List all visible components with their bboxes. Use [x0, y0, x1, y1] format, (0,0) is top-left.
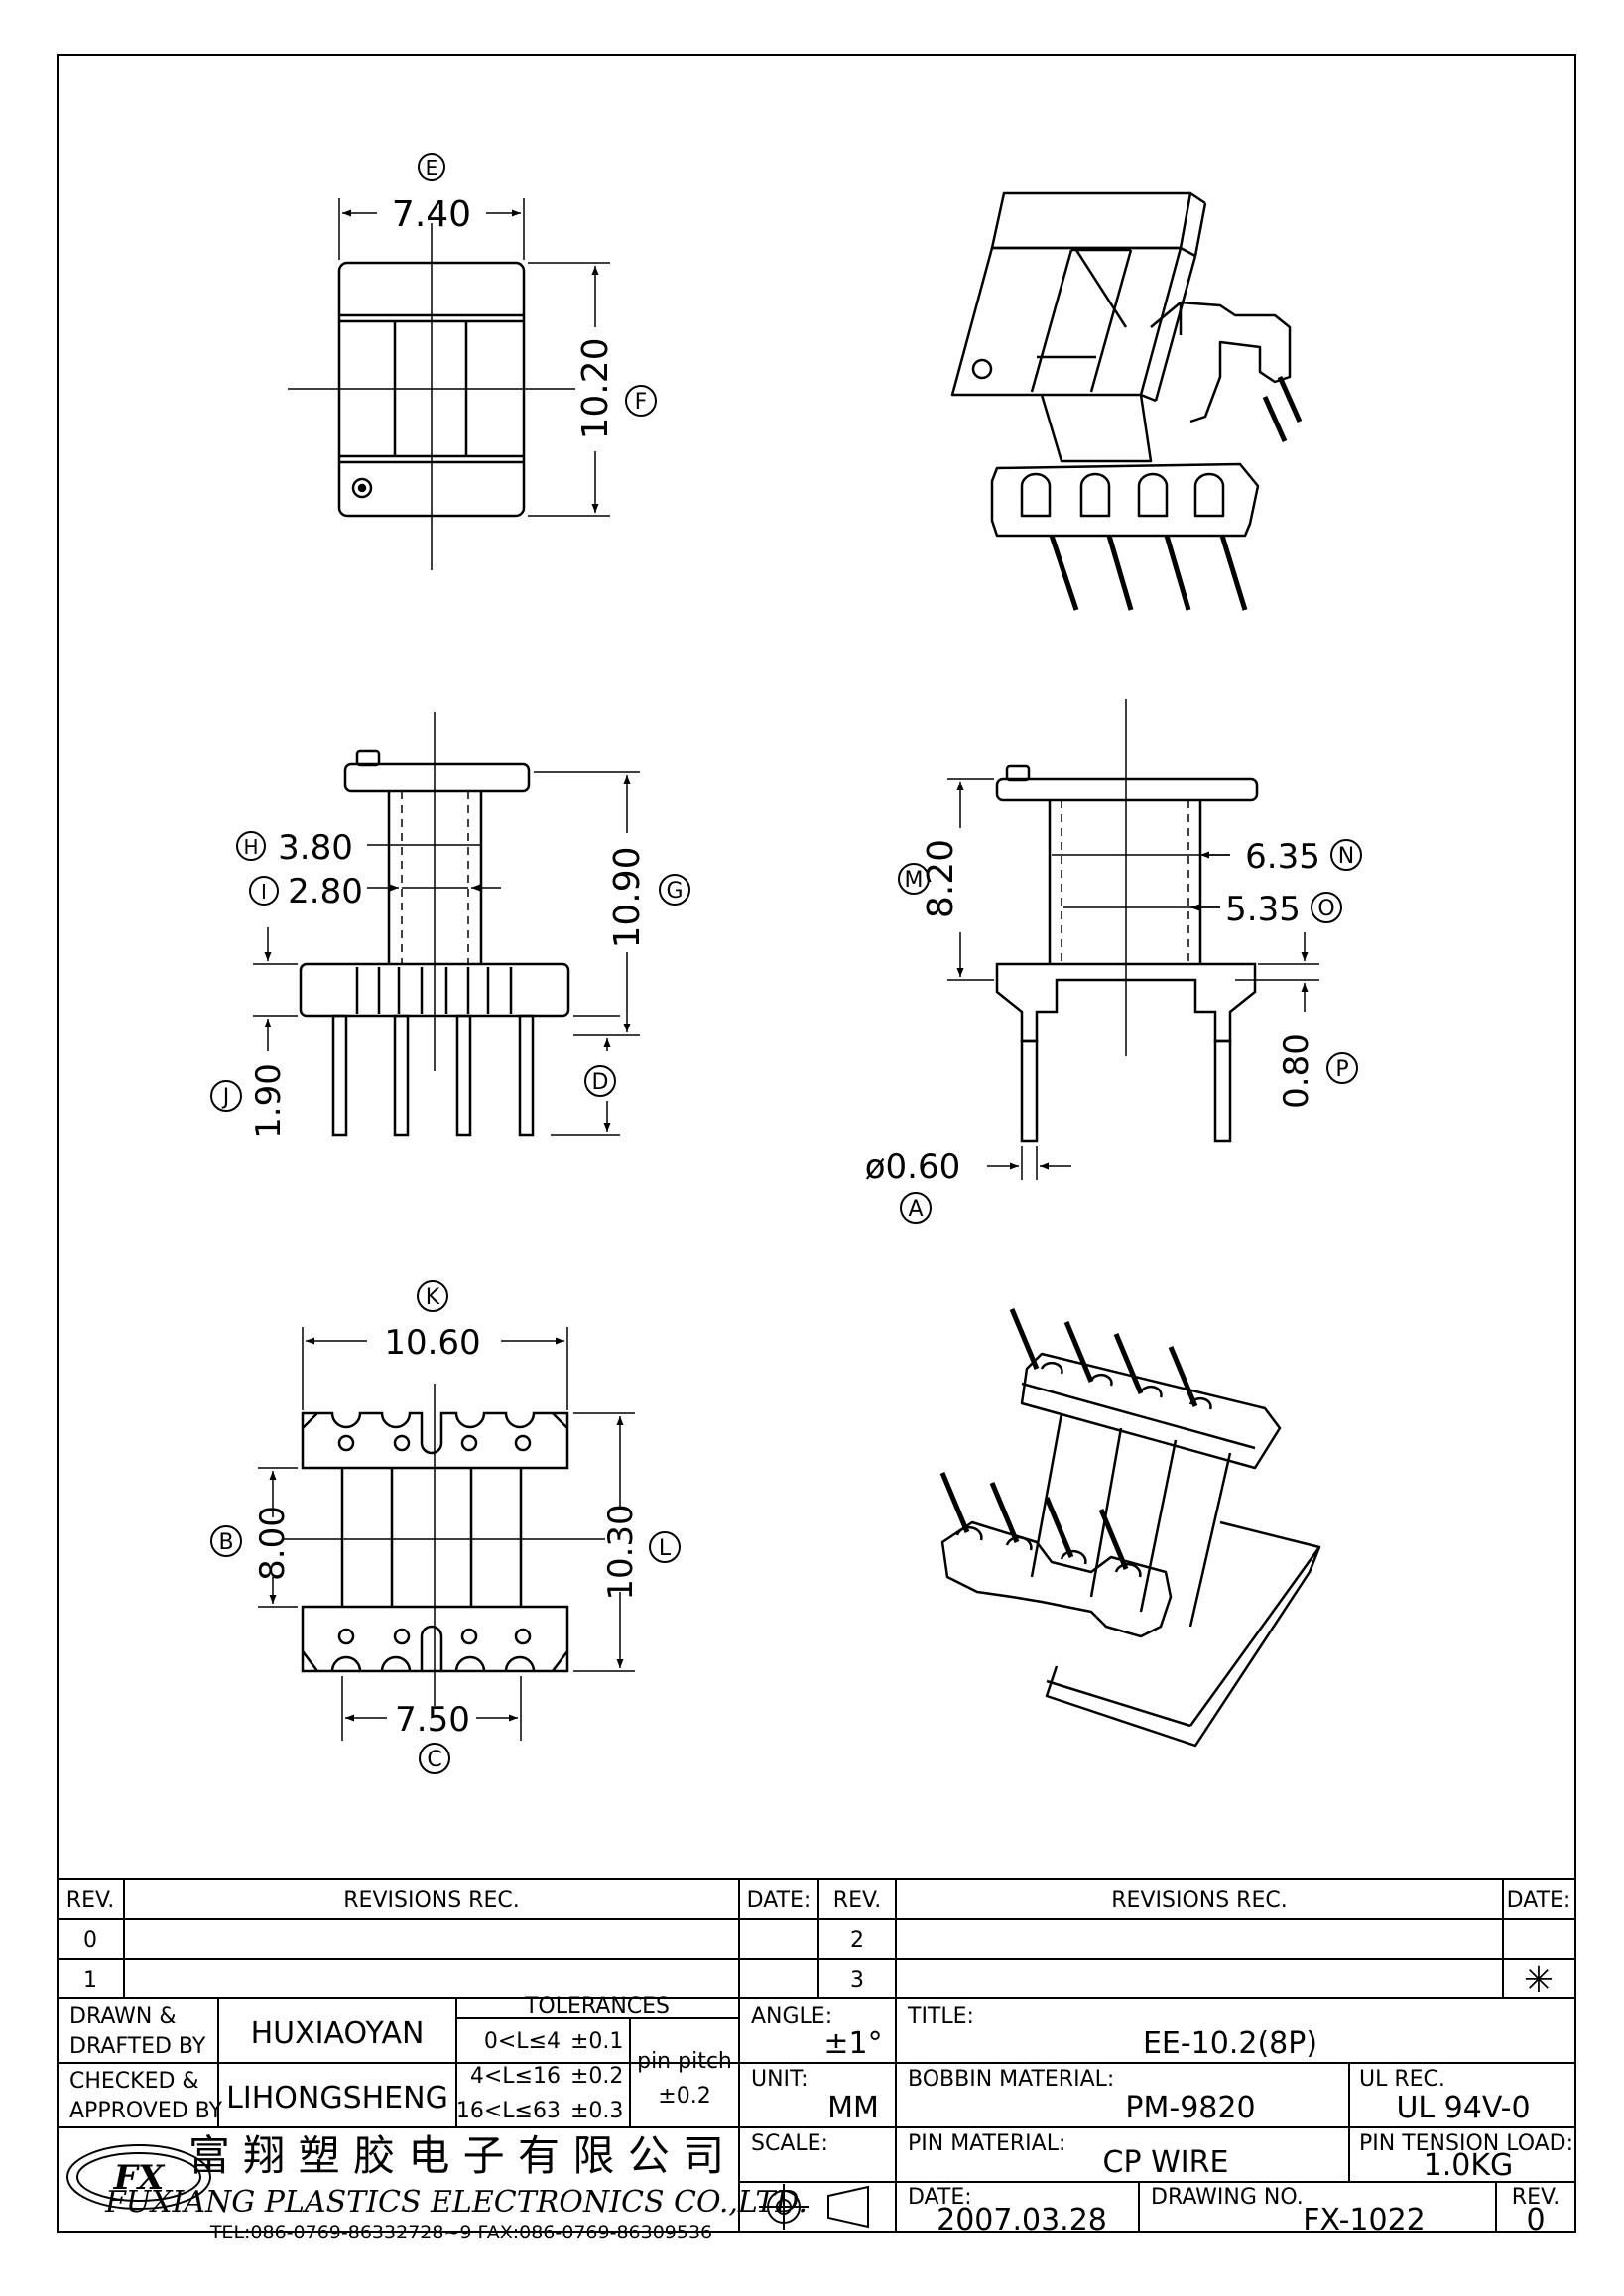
unit-label: UNIT:	[751, 2067, 808, 2092]
pin-tension-value: 1.0KG	[1424, 2148, 1514, 2183]
dim-letter-f: F	[635, 390, 648, 415]
tol-value-3: ±0.3	[570, 2099, 623, 2123]
tol-range-2: 4<L≤16	[470, 2064, 561, 2089]
tol-range-1: 0<L≤4	[484, 2029, 561, 2054]
checked-label-1: CHECKED &	[69, 2069, 199, 2094]
dim-value-e: 7.40	[392, 194, 471, 235]
company-name-en: FUXIANG PLASTICS ELECTRONICS CO.,LTD.	[104, 2185, 808, 2220]
dim-value-j: 1.90	[249, 1063, 289, 1139]
company-name-cn: 富 翔 塑 胶 电 子 有 限 公 司	[188, 2131, 724, 2180]
tol-range-3: 16<L≤63	[456, 2099, 561, 2123]
scale-label: SCALE:	[751, 2131, 828, 2156]
dim-letter-a: A	[908, 1197, 923, 1222]
drawn-by: HUXIAOYAN	[251, 2016, 425, 2051]
dim-value-k: 10.60	[384, 1323, 480, 1363]
tol-value-1: ±0.1	[570, 2029, 623, 2054]
view-side	[947, 699, 1319, 1180]
rev-row-0: 0	[83, 1928, 97, 1953]
rev-value: 0	[1526, 2203, 1545, 2237]
title-label: TITLE:	[907, 2004, 974, 2029]
dim-value-f: 10.20	[575, 337, 616, 439]
title-value: EE-10.2(8P)	[1143, 2026, 1317, 2061]
view-bottom	[258, 1327, 635, 1741]
date-value: 2007.03.28	[937, 2203, 1107, 2237]
view-top	[288, 198, 610, 570]
dim-value-c: 7.50	[395, 1700, 470, 1740]
tolerances-title: TOLERANCES	[524, 1994, 670, 2019]
angle-value: ±1°	[823, 2026, 882, 2061]
pin-tension-label: PIN TENSION LOAD:	[1359, 2131, 1573, 2156]
sheet-border	[57, 54, 1576, 2233]
header-date-right: DATE:	[1507, 1888, 1571, 1913]
drawing-no-label: DRAWING NO.	[1151, 2185, 1304, 2210]
dim-letter-h: H	[243, 835, 258, 859]
dim-letter-j: J	[221, 1085, 230, 1110]
unit-value: MM	[827, 2091, 879, 2125]
drawn-label-1: DRAWN &	[69, 2004, 177, 2029]
header-rev-right: REV.	[833, 1888, 881, 1913]
ul-rec-label: UL REC.	[1359, 2067, 1445, 2092]
header-date-left: DATE:	[747, 1888, 812, 1913]
pin-pitch-value: ±0.2	[658, 2084, 710, 2109]
dim-letter-c: C	[427, 1748, 441, 1772]
drawing-no-value: FX-1022	[1303, 2203, 1426, 2237]
date-label: DATE:	[908, 2185, 972, 2210]
pin-material-label: PIN MATERIAL:	[908, 2131, 1065, 2156]
projection-symbol-icon	[759, 2184, 869, 2230]
rev-label: REV.	[1512, 2185, 1560, 2210]
checked-by: LIHONGSHENG	[226, 2081, 448, 2115]
rev-row-2: 2	[850, 1928, 864, 1953]
header-rev-left: REV.	[66, 1888, 114, 1913]
dim-value-i: 2.80	[288, 872, 363, 911]
dim-letter-m: M	[905, 868, 924, 893]
revision-mark-icon: ✳	[1524, 1960, 1554, 2000]
company-logo	[66, 2144, 211, 2210]
view-isometric-top	[950, 191, 1303, 611]
dim-value-o: 5.35	[1225, 890, 1301, 929]
header-revisions-left: REVISIONS REC.	[343, 1888, 519, 1913]
tol-value-2: ±0.2	[570, 2064, 623, 2089]
checked-label-2: APPROVED BY	[69, 2099, 223, 2123]
header-revisions-right: REVISIONS REC.	[1111, 1888, 1287, 1913]
dim-value-l: 10.30	[601, 1504, 641, 1600]
dim-value-g: 10.90	[607, 846, 648, 948]
title-block	[58, 1878, 1575, 2232]
dim-value-m: 8.20	[921, 839, 961, 918]
angle-label: ANGLE:	[751, 2004, 832, 2029]
dim-letter-o: O	[1317, 897, 1334, 921]
dim-letter-k: K	[426, 1285, 440, 1310]
dim-value-n: 6.35	[1245, 837, 1320, 877]
rev-row-1: 1	[83, 1968, 97, 1993]
drawn-label-2: DRAFTED BY	[69, 2034, 206, 2059]
company-contact: TEL:086-0769-86332728~9 FAX:086-0769-863…	[209, 2222, 712, 2243]
pin-pitch-label: pin pitch	[637, 2049, 732, 2074]
dim-value-h: 3.80	[278, 828, 353, 868]
dim-letter-g: G	[666, 879, 683, 904]
pin-material-value: CP WIRE	[1103, 2145, 1229, 2180]
dim-letter-n: N	[1338, 844, 1354, 869]
dim-letter-i: I	[261, 880, 267, 904]
dim-letter-l: L	[659, 1536, 672, 1561]
dim-letter-e: E	[426, 156, 438, 180]
view-front	[253, 712, 640, 1137]
dim-letter-p: P	[1335, 1057, 1348, 1082]
dim-value-b: 8.00	[253, 1506, 293, 1581]
company-logo-text: FX	[113, 2158, 166, 2198]
dim-letter-b: B	[218, 1530, 233, 1555]
dim-value-a: ø0.60	[865, 1148, 961, 1187]
bobbin-material-value: PM-9820	[1125, 2091, 1255, 2125]
view-isometric-bottom	[939, 1308, 1321, 1748]
bobbin-material-label: BOBBIN MATERIAL:	[908, 2067, 1114, 2092]
dim-letter-d: D	[592, 1070, 609, 1095]
rev-row-3: 3	[850, 1968, 864, 1993]
ul-rec-value: UL 94V-0	[1396, 2091, 1530, 2125]
dim-value-p: 0.80	[1277, 1033, 1316, 1109]
